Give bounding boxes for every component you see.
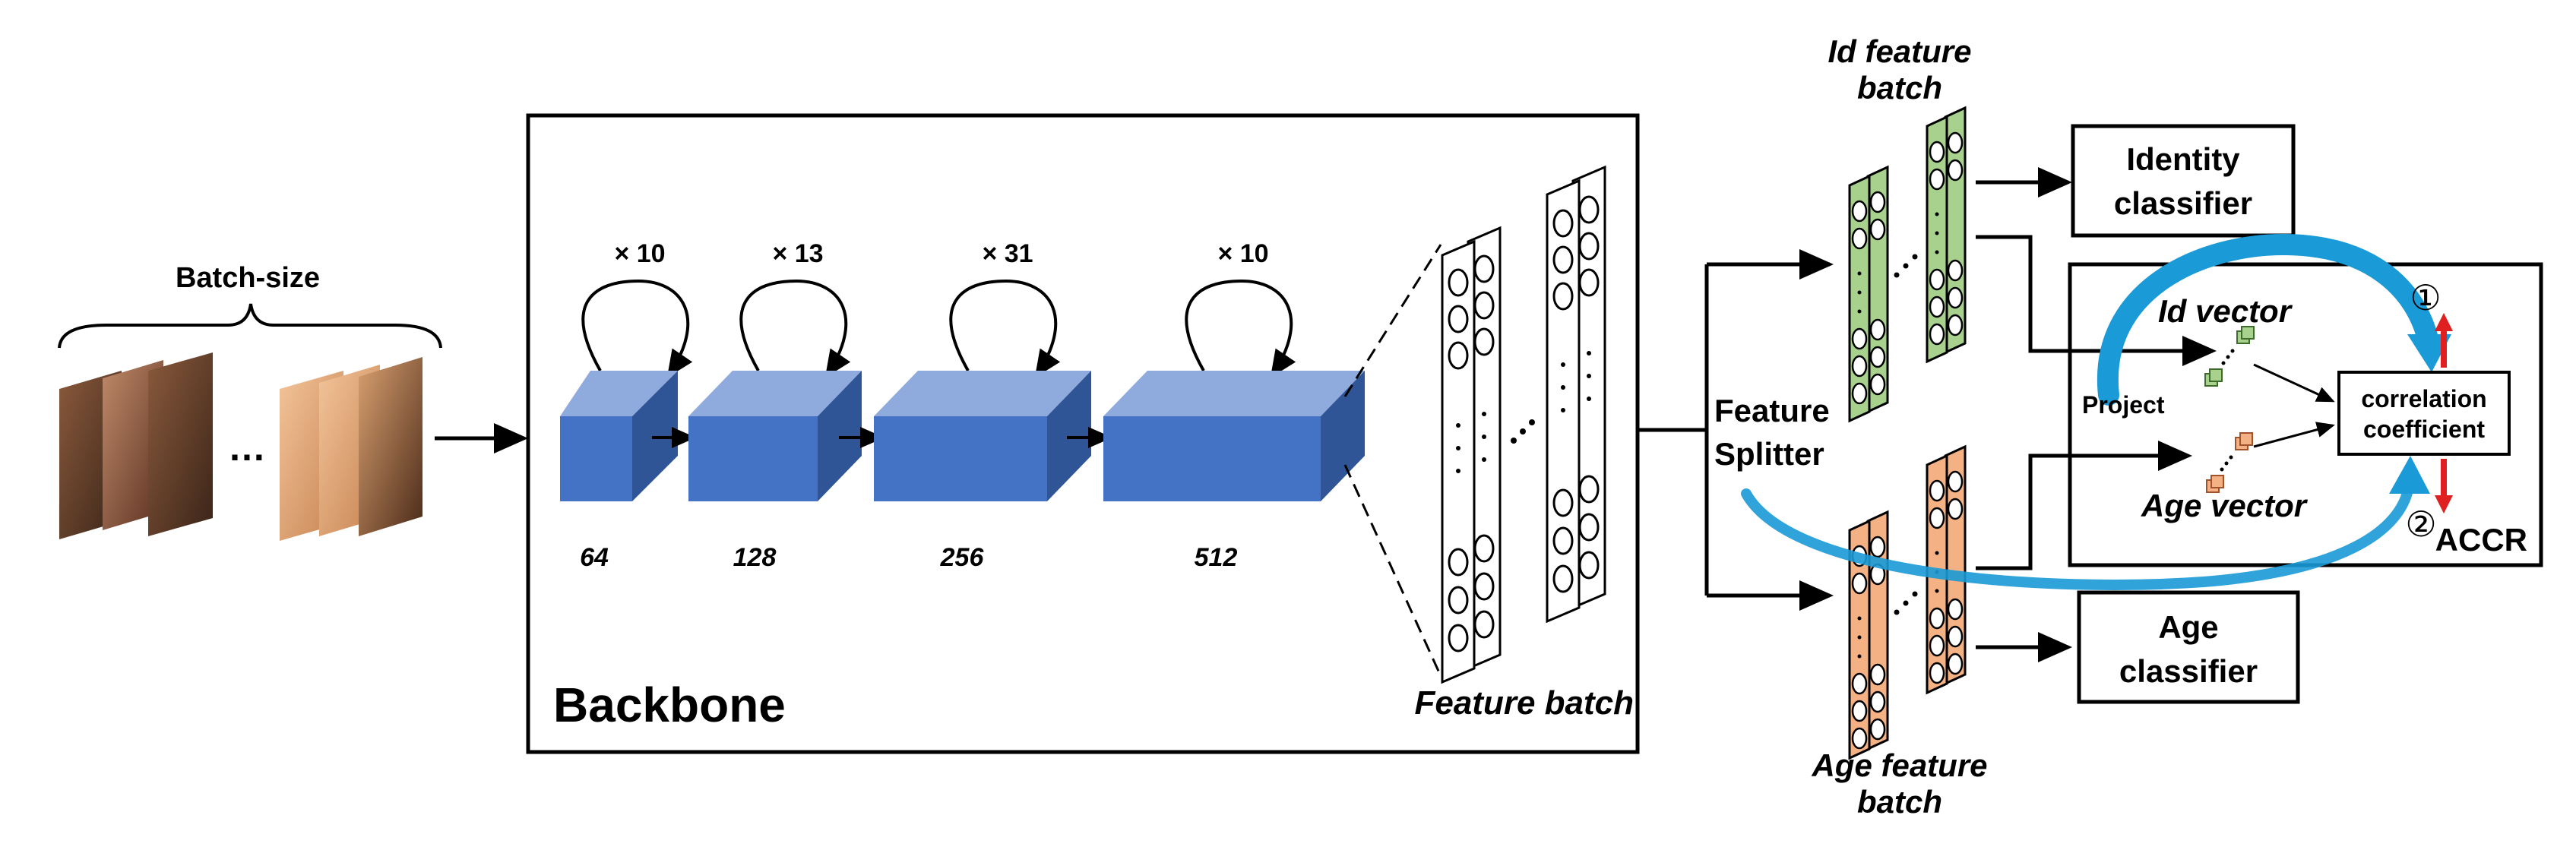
face-image <box>359 357 422 536</box>
accr-label: ACCR <box>2435 522 2527 558</box>
correlation-label-line2: coefficient <box>2363 416 2485 443</box>
stage-repeat-label: × 13 <box>772 239 823 268</box>
stage-repeat-label: × 10 <box>1217 239 1268 268</box>
backbone-title: Backbone <box>553 678 786 732</box>
batch-ellipsis: … <box>228 426 266 469</box>
age-classifier-label-line2: classifier <box>2119 653 2258 689</box>
feature-splitter-label-line1: Feature <box>1714 393 1830 428</box>
stage-loop-arrow <box>739 279 851 378</box>
backbone: Backbone × 10 64 × 13 128 × 31 <box>526 113 1640 754</box>
splitter-curve-arrow <box>1741 481 2414 590</box>
backbone-stage: × 31 256 <box>874 239 1091 572</box>
backbone-stage: × 13 128 <box>688 239 862 572</box>
project-label: Project <box>2082 391 2165 419</box>
red-up-arrowhead <box>2435 313 2453 331</box>
step-one-marker: ① <box>2410 278 2441 318</box>
age-feature-batch-label-line2: batch <box>1857 784 1942 820</box>
stage-block-top <box>874 371 1091 416</box>
id-vector-label: Id vector <box>2158 293 2293 329</box>
project-curve-arrowhead <box>2407 334 2451 372</box>
stage-block-side <box>1321 371 1365 501</box>
feature-dots <box>1456 351 1591 473</box>
age-neurons <box>1851 470 1964 750</box>
stage-channels-label: 512 <box>1195 543 1238 572</box>
stage-block-top <box>560 371 678 416</box>
stage-loop-arrow <box>581 279 693 378</box>
id-dots <box>1857 212 1939 314</box>
stage-block-front <box>688 416 818 501</box>
age-to-vector-line <box>1976 441 2192 570</box>
age-feature-batch-label-line1: Age feature <box>1811 747 1987 783</box>
age-classifier: Age classifier <box>2077 590 2300 704</box>
age-classifier-label-line1: Age <box>2158 609 2218 645</box>
correlation-box <box>2337 371 2511 456</box>
age-classifier-box <box>2077 590 2300 704</box>
age-vector-label: Age vector <box>2141 488 2309 523</box>
projection-line <box>1343 244 1442 397</box>
id-feature-batch: Id feature batch <box>1828 33 2217 423</box>
feature-splitter-label-line2: Splitter <box>1714 436 1824 472</box>
stage-channels-label: 256 <box>940 543 985 572</box>
backbone-stage: × 10 64 <box>560 239 693 572</box>
feature-batch-label: Feature batch <box>1414 684 1634 722</box>
age-vector-to-correlation-arrow <box>2253 422 2335 448</box>
feature-neurons <box>1448 195 1600 653</box>
id-feature-batch-label-line2: batch <box>1857 70 1942 106</box>
splitter-curve-arrowhead <box>2389 456 2430 494</box>
step-two-marker: ② <box>2405 504 2436 544</box>
identity-classifier: Identity classifier <box>2071 124 2296 238</box>
id-vector-cubes <box>2204 326 2255 387</box>
identity-classifier-label-line1: Identity <box>2126 141 2240 177</box>
stage-repeat-label: × 10 <box>614 239 665 268</box>
age-vector-cubes <box>2206 432 2253 493</box>
project-curve-arrow <box>2097 233 2439 406</box>
stage-loop-arrow <box>1185 279 1296 378</box>
stage-block-top <box>688 371 862 416</box>
stage-block-front <box>560 416 632 501</box>
correlation-label-line1: correlation <box>2361 385 2486 412</box>
backbone-stage: × 10 512 <box>1103 239 1365 572</box>
face-image <box>148 352 213 536</box>
stage-channels-label: 64 <box>580 543 609 572</box>
stage-repeat-label: × 31 <box>982 239 1033 268</box>
projection-line <box>1343 464 1442 677</box>
stage-loop-arrow <box>949 279 1061 378</box>
id-neurons <box>1851 131 1964 405</box>
id-feature-batch-label-line1: Id feature <box>1828 33 1971 69</box>
stage-block-front <box>1103 416 1321 501</box>
stage-block-top <box>1103 371 1365 416</box>
id-vector-to-correlation-arrow <box>2253 363 2335 403</box>
batch-brace <box>58 303 442 349</box>
identity-classifier-box <box>2071 124 2296 238</box>
input-batch: Batch-size … <box>58 262 528 541</box>
identity-classifier-label-line2: classifier <box>2114 185 2252 221</box>
feature-splitter: Feature Splitter <box>1638 249 1834 611</box>
stage-channels-label: 128 <box>733 543 777 572</box>
stage-block-front <box>874 416 1047 501</box>
red-down-arrowhead <box>2435 495 2453 513</box>
accr-module: ACCR Id vector Project Age vector corre <box>1741 233 2543 590</box>
backbone-frame <box>526 113 1640 754</box>
feature-batch: Feature batch <box>1414 165 1634 722</box>
batch-size-label: Batch-size <box>176 262 320 294</box>
